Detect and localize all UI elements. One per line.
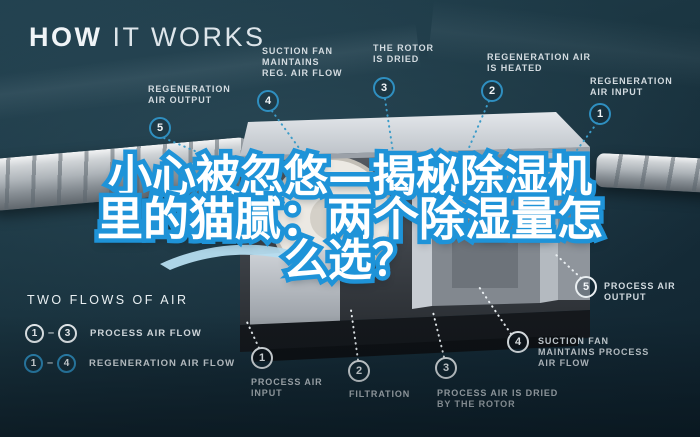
step-circle-proc-3: 3 bbox=[435, 357, 457, 379]
title-bold: HOW bbox=[29, 22, 103, 52]
leader-suction-proc bbox=[476, 283, 512, 335]
leader-proc-output bbox=[552, 251, 582, 279]
legend-circle-process-from: 1 bbox=[25, 324, 44, 343]
label-process-air-input: PROCESS AIR INPUT bbox=[251, 377, 323, 398]
legend-label-process: PROCESS AIR FLOW bbox=[90, 328, 202, 339]
step-circle-proc-2: 2 bbox=[348, 360, 370, 382]
step-circle-reg-1: 1 bbox=[589, 103, 611, 125]
leader-proc-input bbox=[246, 321, 260, 349]
label-process-air-output: PROCESS AIR OUTPUT bbox=[604, 281, 676, 302]
label-suction-fan-process: SUCTION FAN MAINTAINS PROCESS AIR FLOW bbox=[538, 336, 650, 368]
legend-dash: – bbox=[47, 357, 54, 369]
label-reg-air-heated: REGENERATION AIR IS HEATED bbox=[487, 52, 591, 73]
swoosh-arrow bbox=[160, 244, 293, 270]
legend-circle-process-to: 3 bbox=[58, 324, 77, 343]
legend-label-regeneration: REGENERATION AIR FLOW bbox=[89, 358, 236, 369]
page-title: HOW IT WORKS bbox=[29, 22, 266, 53]
step-circle-proc-1: 1 bbox=[251, 347, 273, 369]
leader-reg-output bbox=[163, 137, 241, 171]
label-reg-air-input: REGENERATION AIR INPUT bbox=[590, 76, 673, 97]
step-circle-reg-2: 2 bbox=[481, 80, 503, 102]
leader-filtration bbox=[350, 309, 359, 361]
legend-circle-reg-from: 1 bbox=[24, 354, 43, 373]
leader-reg-heated bbox=[467, 100, 490, 151]
legend-circle-reg-to: 4 bbox=[57, 354, 76, 373]
label-rotor-is-dried: THE ROTOR IS DRIED bbox=[373, 43, 434, 64]
leader-rotor-dried bbox=[384, 98, 394, 153]
leader-reg-input bbox=[576, 122, 598, 151]
leader-proc-dried bbox=[432, 311, 445, 358]
title-light: IT WORKS bbox=[102, 22, 266, 52]
label-suction-fan-reg: SUCTION FAN MAINTAINS REG. AIR FLOW bbox=[262, 46, 343, 78]
step-circle-reg-4: 4 bbox=[257, 90, 279, 112]
legend-title: TWO FLOWS OF AIR bbox=[27, 293, 189, 307]
leader-suction-reg bbox=[271, 110, 303, 153]
step-circle-reg-5: 5 bbox=[149, 117, 171, 139]
label-regeneration-air-output: REGENERATION AIR OUTPUT bbox=[148, 84, 231, 105]
label-process-air-dried: PROCESS AIR IS DRIED BY THE ROTOR bbox=[437, 388, 559, 409]
step-circle-reg-3: 3 bbox=[373, 77, 395, 99]
legend-dash: – bbox=[48, 327, 55, 339]
label-filtration: FILTRATION bbox=[349, 389, 411, 399]
step-circle-proc-5: 5 bbox=[575, 276, 597, 298]
step-circle-proc-4: 4 bbox=[507, 331, 529, 353]
